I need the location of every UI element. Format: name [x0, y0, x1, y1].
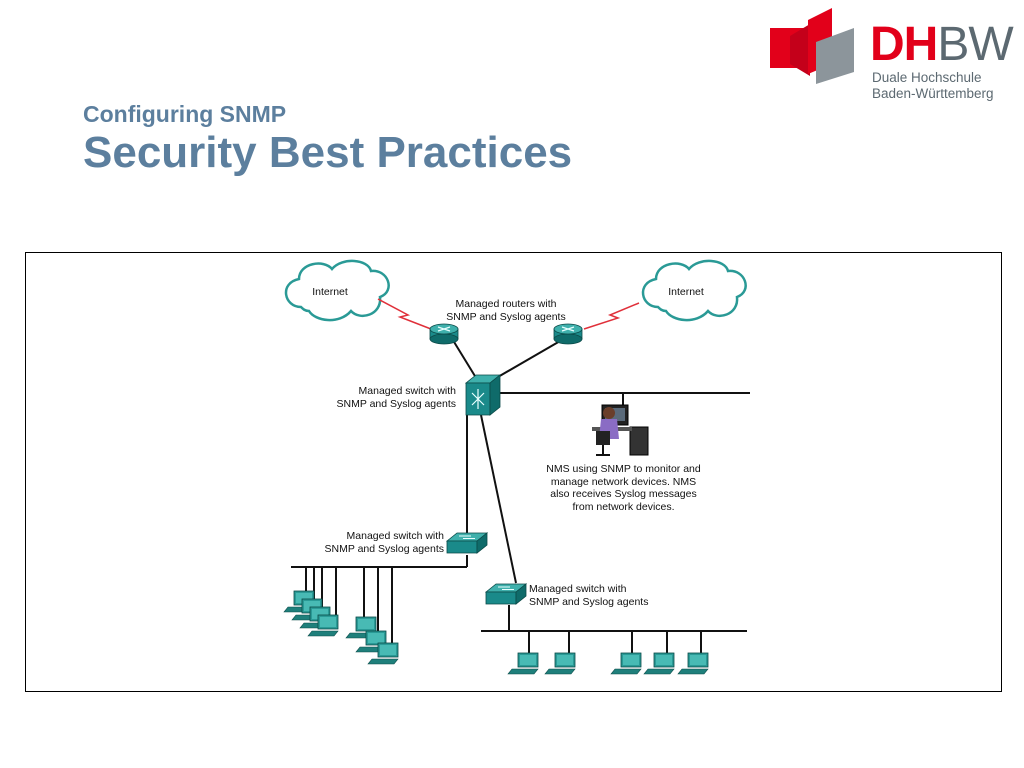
logo-bw: BW — [937, 18, 1013, 71]
managed-router-left — [429, 323, 459, 345]
pc — [367, 642, 399, 665]
pc-group-left — [283, 590, 399, 665]
logo-dh: DH — [870, 18, 938, 71]
managed-switch-right — [485, 583, 527, 605]
left-switch-label: Managed switch with SNMP and Syslog agen… — [324, 530, 444, 555]
routers-label: Managed routers with SNMP and Syslog age… — [446, 298, 566, 323]
right-switch-label: Managed switch with SNMP and Syslog agen… — [529, 583, 649, 608]
wan-link-right — [583, 302, 640, 330]
internet-cloud-left — [284, 259, 390, 322]
nms-label: NMS using SNMP to monitor and manage net… — [546, 463, 701, 513]
pc-group-right — [507, 652, 709, 675]
logo-line2: Baden-Württemberg — [872, 86, 994, 101]
managed-router-right — [553, 323, 583, 345]
pc — [677, 652, 709, 675]
pc — [610, 652, 642, 675]
logo-wordmark: DHBW — [870, 18, 1014, 71]
pc — [544, 652, 576, 675]
core-multilayer-switch — [464, 374, 502, 416]
wan-link-left — [377, 298, 432, 330]
nms-workstation-icon — [592, 404, 649, 456]
core-switch-label: Managed switch with SNMP and Syslog agen… — [336, 385, 456, 410]
dhbw-logo: DHBW Duale Hochschule Baden-Württemberg — [768, 6, 1018, 106]
pc — [643, 652, 675, 675]
dhbw-logo-mark — [770, 8, 854, 84]
pc — [507, 652, 539, 675]
internet-left-label: Internet — [312, 286, 348, 298]
slide-subtitle: Configuring SNMP — [83, 101, 287, 127]
managed-switch-left — [446, 532, 488, 554]
internet-cloud-right — [641, 259, 747, 322]
topology-diagram-frame: Internet Internet Managed routers with S… — [25, 252, 1002, 692]
logo-line1: Duale Hochschule — [872, 70, 982, 85]
topology-diagram — [283, 259, 750, 675]
internet-right-label: Internet — [668, 286, 704, 298]
slide-title: Security Best Practices — [83, 128, 573, 177]
